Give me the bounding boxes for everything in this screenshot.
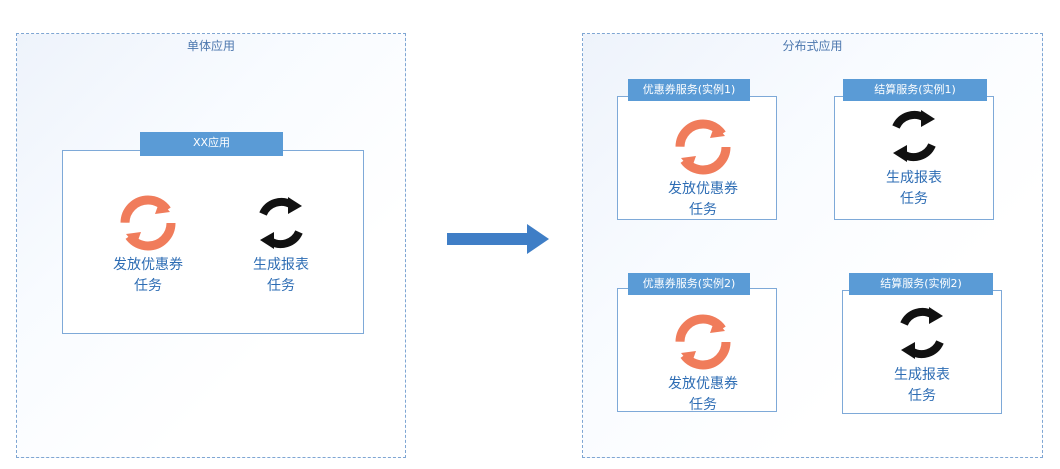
- settlement-service-header-1: 结算服务(实例1): [843, 79, 987, 101]
- monolith-report-task-line2: 任务: [267, 278, 295, 294]
- refresh-orange-icon: [675, 119, 731, 175]
- coupon-task-2-line1: 发放优惠券: [668, 376, 738, 392]
- monolith-coupon-task: 发放优惠券 任务: [98, 192, 198, 296]
- coupon-task-1-line1: 发放优惠券: [668, 181, 738, 197]
- refresh-black-icon: [259, 197, 303, 249]
- settlement-service-header-2: 结算服务(实例2): [849, 273, 993, 295]
- refresh-orange-icon: [675, 314, 731, 370]
- coupon-task-1-line2: 任务: [689, 202, 717, 218]
- refresh-black-icon: [892, 110, 936, 162]
- report-task-1: 生成报表 任务: [864, 105, 964, 209]
- arrow-right-icon: [447, 224, 549, 254]
- coupon-task-2-line2: 任务: [689, 397, 717, 413]
- report-task-2-line2: 任务: [908, 388, 936, 404]
- coupon-service-header-2: 优惠券服务(实例2): [628, 273, 750, 295]
- report-task-2-line1: 生成报表: [894, 367, 950, 383]
- monolith-coupon-task-line1: 发放优惠券: [113, 257, 183, 273]
- monolith-report-task-line1: 生成报表: [253, 257, 309, 273]
- monolith-report-task: 生成报表 任务: [231, 192, 331, 296]
- monolith-title: 单体应用: [186, 39, 235, 53]
- distributed-title: 分布式应用: [782, 39, 843, 53]
- refresh-orange-icon: [120, 195, 176, 251]
- xx-app-box: [62, 150, 364, 334]
- coupon-service-box-1: [617, 96, 777, 220]
- coupon-task-2: 发放优惠券 任务: [653, 311, 753, 415]
- report-task-2: 生成报表 任务: [872, 302, 972, 406]
- xx-app-header: XX应用: [140, 132, 283, 156]
- refresh-black-icon: [900, 307, 944, 359]
- report-task-1-line2: 任务: [900, 191, 928, 207]
- monolith-coupon-task-line2: 任务: [134, 278, 162, 294]
- report-task-1-line1: 生成报表: [886, 170, 942, 186]
- coupon-task-1: 发放优惠券 任务: [653, 116, 753, 220]
- coupon-service-header-1: 优惠券服务(实例1): [628, 79, 750, 101]
